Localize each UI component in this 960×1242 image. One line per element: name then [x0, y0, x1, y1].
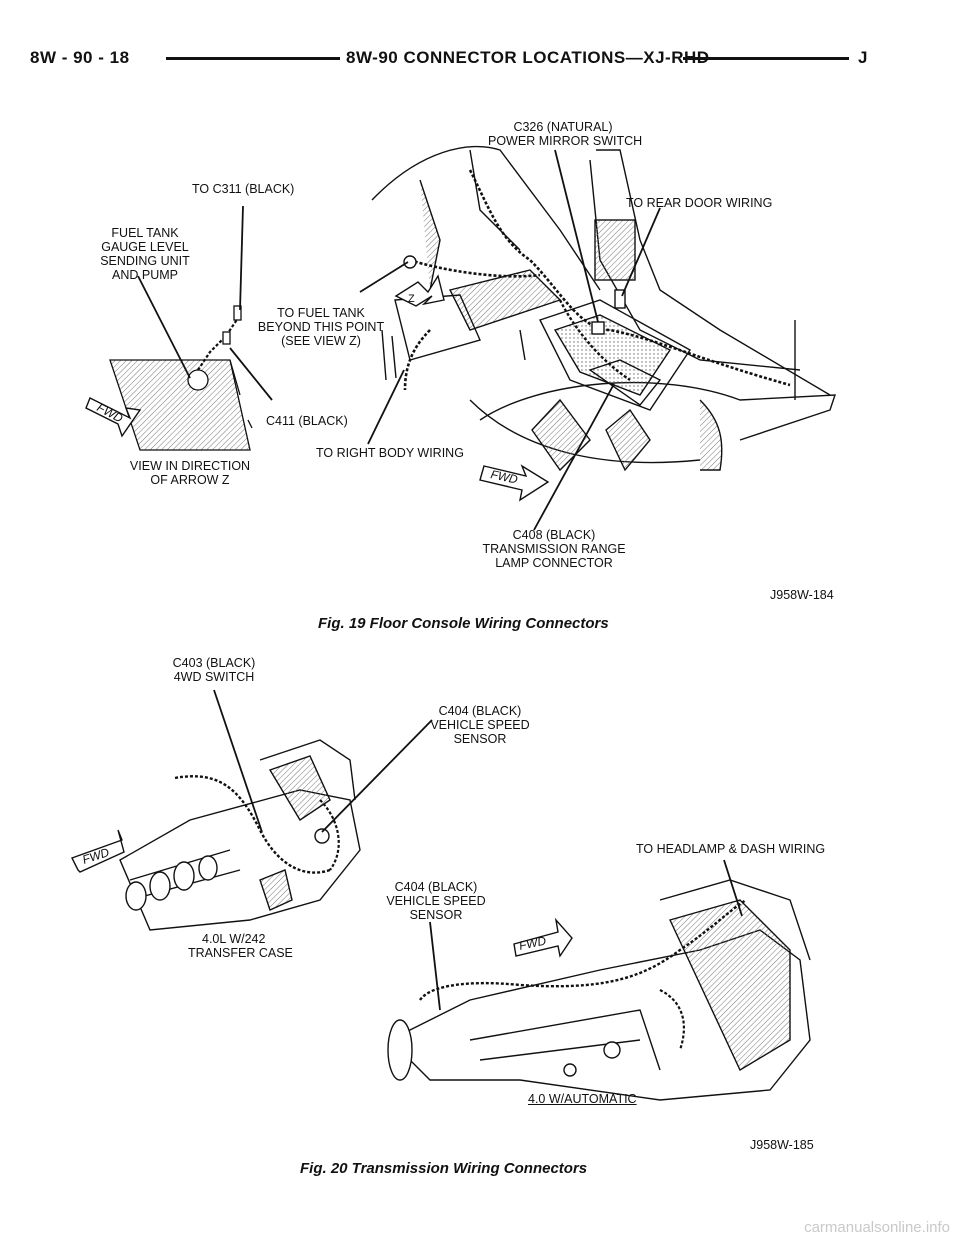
- label-transfer-line1: 4.0L W/242: [202, 932, 266, 946]
- label-view-direction: VIEW IN DIRECTION OF ARROW Z: [128, 459, 252, 487]
- label-c326: C326 (NATURAL) POWER MIRROR SWITCH: [488, 120, 643, 148]
- label-to-rear-door: TO REAR DOOR WIRING: [626, 196, 773, 210]
- z-arrow-letter: Z: [408, 293, 415, 305]
- label-view-line1: VIEW IN DIRECTION: [129, 459, 251, 473]
- label-to-fuel-tank-line1: TO FUEL TANK: [277, 306, 365, 320]
- page-header: 8W - 90 - 18 8W-90 CONNECTOR LOCATIONS—X…: [0, 36, 960, 80]
- figure19-id: J958W-184: [770, 588, 834, 602]
- label-fuel-tank-unit: FUEL TANK GAUGE LEVEL SENDING UNIT AND P…: [82, 226, 208, 282]
- label-automatic: 4.0 W/AUTOMATIC: [528, 1092, 637, 1106]
- label-c326-line1: C326 (NATURAL): [513, 120, 613, 134]
- label-c403: C403 (BLACK) 4WD SWITCH: [164, 656, 264, 684]
- label-to-headlamp: TO HEADLAMP & DASH WIRING: [636, 842, 826, 856]
- fuel-tank-inset-drawing: [109, 305, 253, 451]
- label-c404-bottom-line2: VEHICLE SPEED: [386, 894, 486, 908]
- fig20-leader-lines: [213, 689, 743, 1011]
- page-title: 8W-90 CONNECTOR LOCATIONS—XJ-RHD: [346, 48, 710, 67]
- figure20-caption: Fig. 20 Transmission Wiring Connectors: [300, 1160, 588, 1177]
- label-c404-bottom-line3: SENSOR: [409, 908, 463, 922]
- label-c404-top-line2: VEHICLE SPEED: [430, 718, 530, 732]
- label-fuel-tank-line3: SENDING UNIT: [100, 254, 190, 268]
- fwd-text-2: FWD: [489, 467, 519, 486]
- label-to-fuel-tank-line2: BEYOND THIS POINT: [257, 320, 385, 334]
- figure20-id: J958W-185: [750, 1138, 814, 1152]
- label-c404-top-line1: C404 (BLACK): [438, 704, 522, 718]
- transfer-case-drawing: [119, 739, 361, 931]
- label-transfer-case: 4.0L W/242 TRANSFER CASE: [188, 932, 293, 960]
- label-c404-top: C404 (BLACK) VEHICLE SPEED SENSOR: [428, 704, 532, 746]
- label-to-fuel-tank-line3: (SEE VIEW Z): [281, 334, 361, 348]
- label-to-right-body: TO RIGHT BODY WIRING: [316, 446, 464, 460]
- automatic-transmission-drawing: [387, 879, 811, 1101]
- label-c408-line3: LAMP CONNECTOR: [495, 556, 613, 570]
- label-to-c311: TO C311 (BLACK): [192, 182, 295, 196]
- label-c403-line2: 4WD SWITCH: [173, 670, 255, 684]
- label-c404-bottom: C404 (BLACK) VEHICLE SPEED SENSOR: [384, 880, 488, 922]
- label-fuel-tank-line4: AND PUMP: [112, 268, 178, 282]
- label-transfer-line2: TRANSFER CASE: [188, 946, 293, 960]
- label-view-line2: OF ARROW Z: [150, 473, 230, 487]
- label-fuel-tank-line2: GAUGE LEVEL: [101, 240, 189, 254]
- label-c326-line2: POWER MIRROR SWITCH: [488, 134, 643, 148]
- label-c404-top-line3: SENSOR: [453, 732, 507, 746]
- label-c403-line1: C403 (BLACK): [172, 656, 256, 670]
- label-to-fuel-tank: TO FUEL TANK BEYOND THIS POINT (SEE VIEW…: [256, 306, 386, 348]
- label-c408: C408 (BLACK) TRANSMISSION RANGE LAMP CON…: [474, 528, 634, 570]
- label-c408-line1: C408 (BLACK): [512, 528, 596, 542]
- section-letter: J: [858, 48, 868, 67]
- header-rule-left: [166, 57, 340, 60]
- label-c411: C411 (BLACK): [266, 414, 348, 428]
- label-c408-line2: TRANSMISSION RANGE: [482, 542, 626, 556]
- figure19-caption: Fig. 19 Floor Console Wiring Connectors: [318, 615, 609, 632]
- watermark: carmanualsonline.info: [804, 1219, 950, 1236]
- fig19-leader-lines: [137, 149, 661, 531]
- fwd-text-4: FWD: [518, 933, 548, 952]
- label-fuel-tank-line1: FUEL TANK: [111, 226, 179, 240]
- floor-console-drawing: [371, 145, 836, 472]
- fwd-arrow-icons: [71, 397, 573, 958]
- header-rule-right: [683, 57, 849, 60]
- label-c404-bottom-line1: C404 (BLACK): [394, 880, 478, 894]
- page-number: 8W - 90 - 18: [30, 48, 130, 67]
